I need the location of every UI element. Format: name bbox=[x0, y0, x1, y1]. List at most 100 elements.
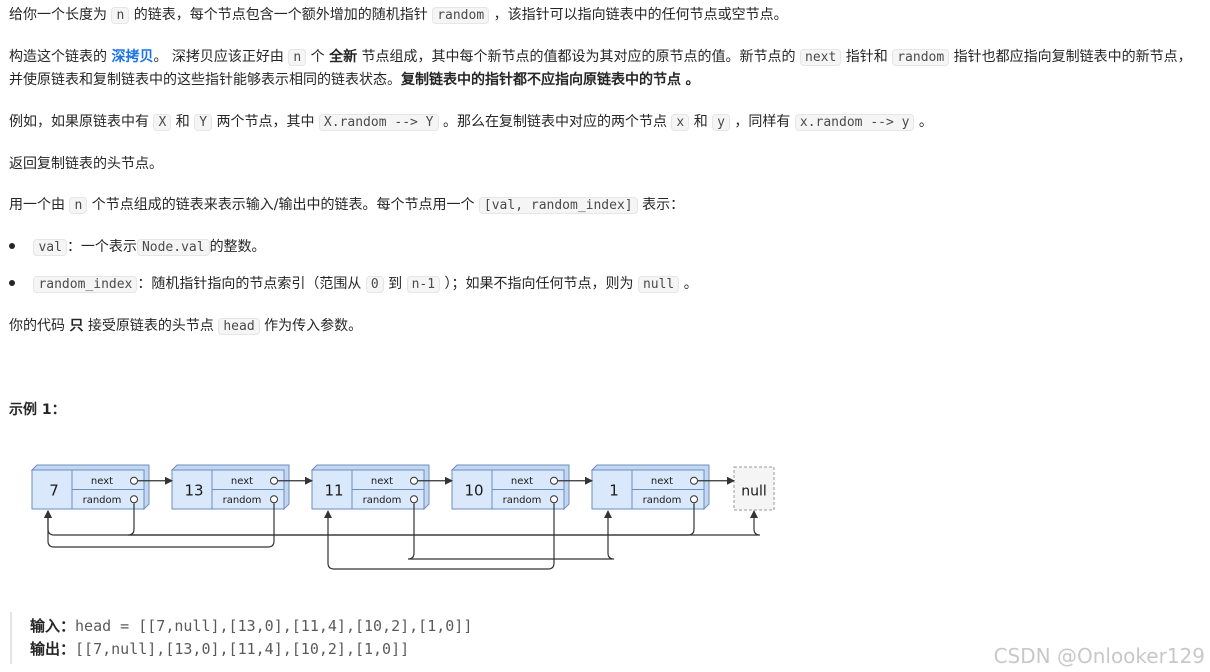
code-x: x bbox=[671, 114, 690, 131]
node-next-label: next bbox=[91, 476, 113, 487]
bullet-dot bbox=[9, 243, 15, 249]
next-pointer-dot bbox=[130, 476, 138, 485]
watermark: CSDN @Onlooker129 bbox=[993, 644, 1205, 668]
output-value: [[7,null],[13,0],[11,4],[10,2],[1,0]] bbox=[75, 640, 410, 658]
text: ）；如果不指向任何节点，则为 bbox=[444, 276, 634, 292]
node-value: 7 bbox=[49, 482, 59, 500]
code-next: next bbox=[800, 49, 842, 66]
text: ：一个表示 bbox=[66, 239, 137, 255]
text: 作为传入参数。 bbox=[264, 318, 363, 334]
code-n: n bbox=[288, 49, 307, 66]
input-line: 输入：head = [[7,null],[13,0],[11,4],[10,2]… bbox=[30, 615, 472, 637]
code-head: head bbox=[218, 318, 260, 335]
text: 个 bbox=[310, 49, 325, 65]
node-value: 13 bbox=[184, 482, 203, 500]
bold-text: 全新 bbox=[329, 49, 358, 65]
random-arrow bbox=[44, 503, 275, 548]
code-val-random-index: [val, random_index] bbox=[478, 197, 638, 214]
null-box bbox=[733, 466, 775, 511]
node-random-label: random bbox=[503, 495, 542, 506]
code-x-random: x.random --> y bbox=[794, 114, 915, 131]
code-n: n bbox=[69, 197, 88, 214]
output-line: 输出：[[7,null],[13,0],[11,4],[10,2],[1,0]] bbox=[30, 638, 409, 660]
text: 用一个由 bbox=[9, 197, 65, 213]
node-next-label: next bbox=[371, 476, 393, 487]
code-random-index: random_index bbox=[33, 276, 138, 293]
bold-text: 只 bbox=[69, 318, 84, 334]
code-random: random bbox=[892, 49, 950, 66]
node-next-label: next bbox=[651, 476, 673, 487]
example-io-block: 输入：head = [[7,null],[13,0],[11,4],[10,2]… bbox=[10, 612, 912, 664]
node-random-label: random bbox=[223, 495, 262, 506]
text: 指针也都应指向复制链表中的新节点，并使原链表和复制链表中的这些指针能够表示相同的… bbox=[9, 49, 1192, 88]
text: ，该指针可以指向链表中的任何节点或空节点。 bbox=[493, 7, 788, 23]
text: 。 bbox=[683, 276, 698, 292]
code-node-val: Node.val bbox=[136, 239, 210, 256]
node-value: 11 bbox=[324, 482, 343, 500]
list-item: random_index：随机指针指向的节点索引（范围从 0 到 n-1 ）；如… bbox=[9, 273, 698, 296]
input-value: head = [[7,null],[13,0],[11,4],[10,2],[1… bbox=[75, 617, 473, 635]
linked-list-diagram: 7 next random 13 next random 11 next random 10 nex… bbox=[30, 464, 775, 570]
text: 的链表，每个节点包含一个额外增加的随机指针 bbox=[133, 7, 428, 23]
text: 指针和 bbox=[845, 49, 888, 65]
next-pointer-dot bbox=[410, 476, 418, 485]
random-arrow bbox=[44, 503, 695, 536]
code-X-random: X.random --> Y bbox=[318, 114, 439, 131]
text: 例如，如果原链表中有 bbox=[9, 114, 149, 130]
next-pointer-dot bbox=[690, 476, 698, 485]
code-val: val bbox=[33, 239, 67, 256]
deep-copy-link[interactable]: 深拷贝 bbox=[111, 49, 154, 65]
node-next-label: next bbox=[511, 476, 533, 487]
random-arrow bbox=[324, 503, 555, 570]
text: 个节点组成的链表来表示输入/输出中的链表。每个节点用一个 bbox=[91, 197, 475, 213]
text: 你的代码 bbox=[9, 318, 65, 334]
random-pointer-dot bbox=[550, 495, 558, 504]
text: 和 bbox=[175, 114, 190, 130]
intro-paragraph: 给你一个长度为 n 的链表，每个节点包含一个额外增加的随机指针 random ，… bbox=[9, 4, 1204, 27]
example-title: 示例 1： bbox=[9, 402, 66, 418]
return-paragraph: 返回复制链表的头节点。 bbox=[9, 153, 1204, 176]
node-next-label: next bbox=[231, 476, 253, 487]
random-pointer-dot bbox=[270, 495, 278, 504]
code-random: random bbox=[432, 7, 490, 24]
text: 到 bbox=[388, 276, 403, 292]
text: 节点组成，其中每个新节点的值都设为其对应的原节点的值。新节点的 bbox=[361, 49, 796, 65]
random-pointer-dot bbox=[130, 495, 138, 504]
text: 接受原链表的头节点 bbox=[87, 318, 214, 334]
code-null: null bbox=[637, 276, 680, 293]
random-arrow bbox=[407, 503, 615, 560]
code-Y: Y bbox=[194, 114, 213, 131]
node-random-label: random bbox=[363, 495, 402, 506]
node-value: 10 bbox=[464, 482, 483, 500]
bullet-dot bbox=[9, 280, 15, 286]
bold-text: 复制链表中的指针都不应指向原链表中的节点 bbox=[401, 72, 681, 88]
text: ：随机指针指向的节点索引（范围从 bbox=[137, 276, 362, 292]
next-pointer-dot bbox=[270, 476, 278, 485]
text: 返回复制链表的头节点。 bbox=[9, 156, 163, 172]
input-param-paragraph: 你的代码 只 接受原链表的头节点 head 作为传入参数。 bbox=[9, 315, 1204, 338]
text: 两个节点，其中 bbox=[216, 114, 315, 130]
text: 和 bbox=[693, 114, 708, 130]
code-zero: 0 bbox=[365, 276, 384, 293]
node-random-label: random bbox=[643, 495, 682, 506]
text: 表示： bbox=[642, 197, 685, 213]
text: 。 bbox=[918, 114, 933, 130]
text: 给你一个长度为 bbox=[9, 7, 107, 23]
text: 。那么在复制链表中对应的两个节点 bbox=[442, 114, 667, 130]
output-label: 输出： bbox=[30, 640, 76, 658]
text: 。 bbox=[685, 72, 700, 88]
code-y: y bbox=[712, 114, 730, 131]
representation-paragraph: 用一个由 n 个节点组成的链表来表示输入/输出中的链表。每个节点用一个 [val… bbox=[9, 194, 1204, 217]
example-explain-paragraph: 例如，如果原链表中有 X 和 Y 两个节点，其中 X.random --> Y … bbox=[9, 111, 1204, 134]
code-n: n bbox=[111, 7, 130, 24]
deep-copy-paragraph: 构造这个链表的 深拷贝。 深拷贝应该正好由 n 个 全新 节点组成，其中每个新节… bbox=[9, 46, 1204, 92]
text: ，同样有 bbox=[734, 114, 791, 130]
node-value: 1 bbox=[609, 482, 619, 500]
random-pointer-dot bbox=[690, 495, 698, 504]
random-pointer-dot bbox=[410, 495, 418, 504]
node-random-label: random bbox=[83, 495, 122, 506]
code-X: X bbox=[153, 114, 172, 131]
code-n-minus-1: n-1 bbox=[406, 276, 441, 293]
null-label: null bbox=[741, 484, 767, 500]
